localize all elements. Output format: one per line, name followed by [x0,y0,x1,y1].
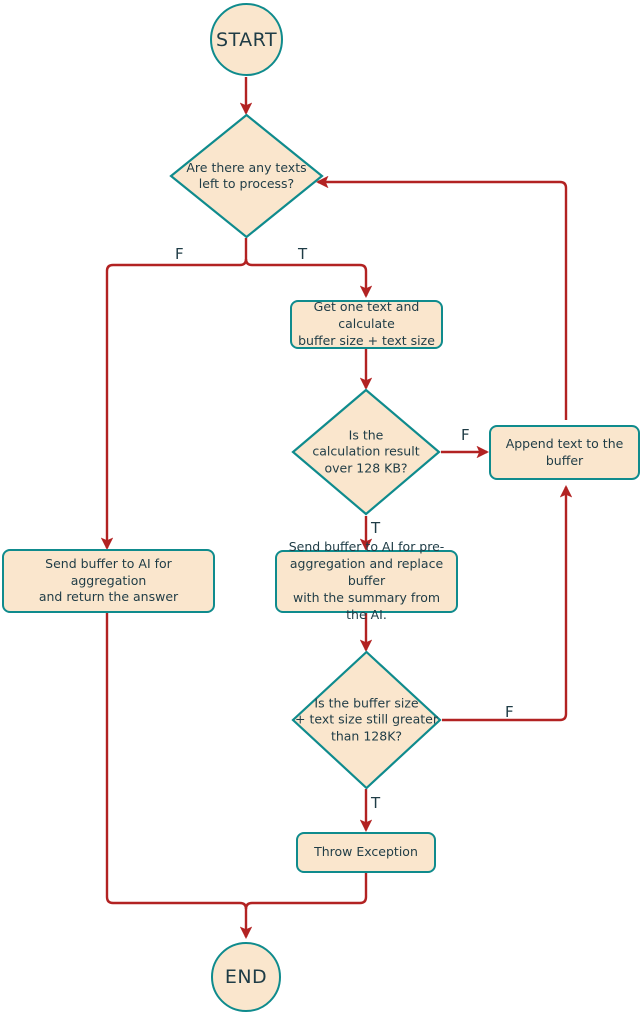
edge-label-still-over-true: T [371,794,381,812]
edge-label-over-128kb-false: F [461,426,470,444]
node-throw[interactable]: Throw Exception [296,832,436,873]
node-start-label: START [215,28,278,51]
node-end[interactable]: END [211,942,281,1012]
node-aggregate[interactable]: Send buffer to AI for aggregation and re… [2,549,215,613]
edge-append-to-has-texts [316,175,568,420]
node-has-texts[interactable]: Are there any texts left to process? [169,113,324,239]
decision-diamond-shape [169,113,324,239]
node-end-label: END [224,966,268,988]
node-get-text[interactable]: Get one text and calculate buffer size +… [290,299,443,349]
node-get-text-label: Get one text and calculate buffer size +… [298,299,435,348]
node-start[interactable]: START [210,3,283,76]
edge-has-texts-false [100,238,248,550]
node-append-label: Append text to the buffer [505,435,624,468]
edge-label-has-texts-true: T [298,245,308,263]
edge-label-has-texts-false: F [175,245,184,263]
node-preagg[interactable]: Send buffer to AI for pre- aggregation a… [275,539,458,622]
decision-diamond-shape [291,650,442,790]
node-throw-label: Throw Exception [314,844,418,860]
edge-aggregate-to-end [105,613,253,939]
node-aggregate-label: Send buffer to AI for aggregation and re… [38,555,179,605]
node-over-128kb[interactable]: Is the calculation result over 128 KB? [291,388,441,516]
decision-diamond-shape [291,388,441,516]
node-preagg-label: Send buffer to AI for pre- aggregation a… [288,539,445,622]
edge-still-over-false [442,485,573,722]
edge-has-texts-true [244,258,373,298]
node-append[interactable]: Append text to the buffer [489,425,640,480]
edge-label-still-over-false: F [505,703,514,721]
edge-label-over-128kb-true: T [371,519,381,537]
edge-throw-to-end [244,873,368,910]
node-still-over[interactable]: Is the buffer size + text size still gre… [291,650,442,790]
